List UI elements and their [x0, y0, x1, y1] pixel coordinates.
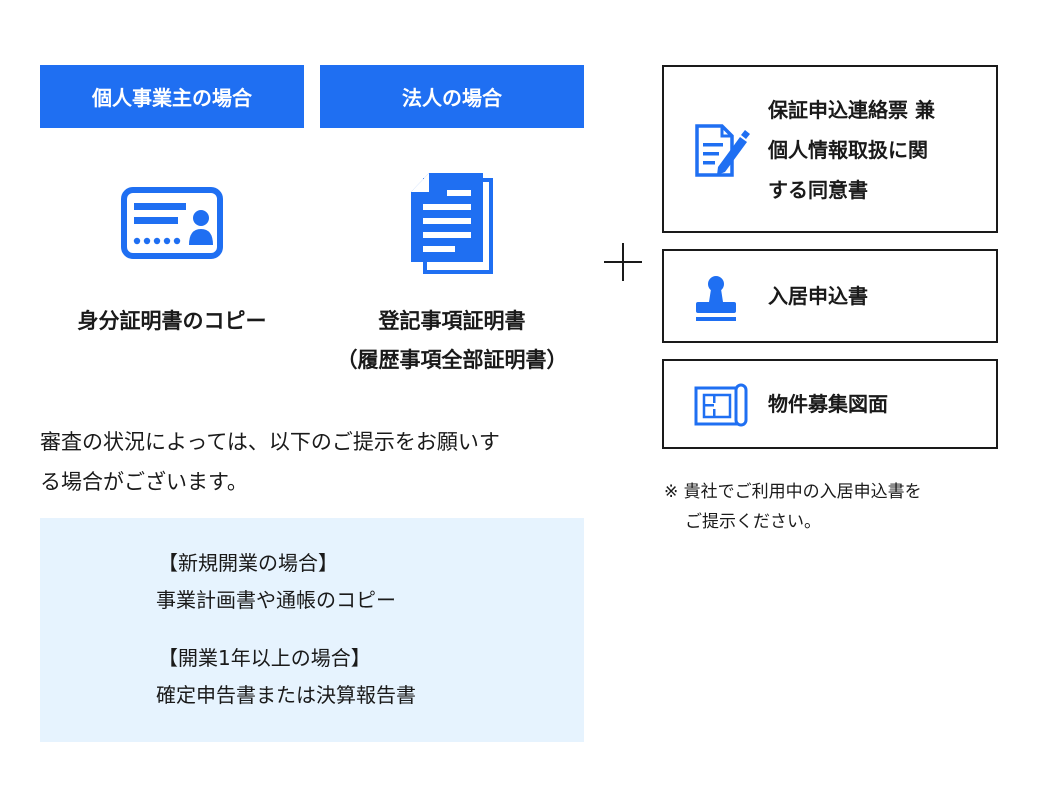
established-body: 確定申告書または決算報告書	[156, 683, 416, 707]
screening-note: 審査の状況によっては、以下のご提示をお願いす る場合がございます。	[40, 422, 580, 502]
guarantee-form-line2: 個人情報取扱に関	[768, 138, 928, 162]
screening-note-line1: 審査の状況によっては、以下のご提示をお願いす	[40, 430, 500, 454]
move-in-application-label: 入居申込書	[768, 284, 868, 308]
tab-sole-proprietor: 個人事業主の場合	[40, 65, 304, 128]
registry-label-line2: （履歴事項全部証明書）	[336, 348, 568, 372]
plus-icon	[604, 243, 642, 281]
blueprint-icon	[694, 383, 748, 427]
guarantee-form-line3: する同意書	[768, 178, 868, 202]
new-business-group: 【新規開業の場合】 事業計画書や通帳のコピー	[156, 545, 396, 619]
established-group: 【開業1年以上の場合】 確定申告書または決算報告書	[156, 640, 416, 714]
new-business-heading: 【新規開業の場合】	[158, 551, 338, 575]
guarantee-form-line1: 保証申込連絡票 兼	[768, 98, 935, 122]
screening-note-line2: る場合がございます。	[40, 470, 248, 494]
id-card-icon	[121, 187, 223, 259]
tab-corporation: 法人の場合	[320, 65, 584, 128]
documents-icon	[411, 173, 493, 274]
new-business-body: 事業計画書や通帳のコピー	[156, 588, 396, 612]
floor-plan-label: 物件募集図面	[768, 392, 888, 416]
floor-plan-card: 物件募集図面	[662, 359, 998, 449]
footnote: ※ 貴社でご利用中の入居申込書を ご提示ください。	[664, 477, 922, 537]
stamp-icon	[696, 276, 736, 321]
guarantee-form-card: 保証申込連絡票 兼 個人情報取扱に関 する同意書	[662, 65, 998, 233]
id-copy-label: 身分証明書のコピー	[77, 309, 267, 333]
footnote-line2: ご提示ください。	[685, 512, 821, 532]
established-heading: 【開業1年以上の場合】	[158, 646, 371, 670]
form-pen-icon	[695, 124, 750, 177]
footnote-line1: ※ 貴社でご利用中の入居申込書を	[664, 482, 922, 502]
additional-documents-box: 【新規開業の場合】 事業計画書や通帳のコピー 【開業1年以上の場合】 確定申告書…	[40, 518, 584, 742]
registry-label-line1: 登記事項証明書	[378, 309, 526, 333]
move-in-application-card: 入居申込書	[662, 249, 998, 343]
